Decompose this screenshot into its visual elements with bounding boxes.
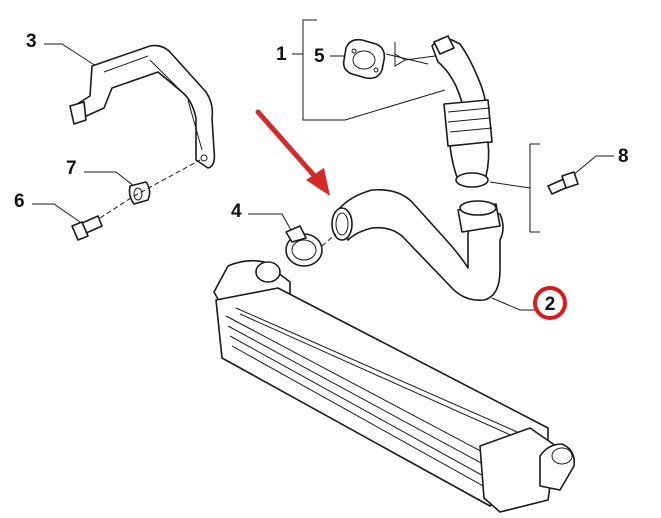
callout-3-leader bbox=[44, 43, 97, 67]
callout-8-bracket bbox=[529, 143, 540, 233]
part-5-gasket: 5 bbox=[314, 38, 436, 80]
spacer-7-axis bbox=[99, 159, 201, 219]
callout-5-link-b bbox=[404, 55, 436, 61]
hose-2-outlet bbox=[459, 200, 497, 216]
bracket-3-tab bbox=[69, 101, 87, 125]
bracket-3-body bbox=[73, 44, 216, 169]
intercooler-right-tank bbox=[479, 427, 557, 513]
callout-5-bracket bbox=[394, 42, 406, 67]
part-4-clamp: 4 bbox=[231, 201, 337, 267]
spacer-7-hole bbox=[133, 187, 143, 201]
part-6-bolt: 6 bbox=[14, 191, 103, 241]
callout-2-label: 2 bbox=[545, 294, 556, 315]
arrow-shaft bbox=[255, 109, 321, 183]
bolt-6-head bbox=[71, 221, 89, 241]
intercooler bbox=[213, 259, 576, 513]
callout-4-label: 4 bbox=[231, 201, 242, 222]
bracket-3-hole bbox=[200, 154, 208, 162]
callout-2-leader bbox=[491, 297, 536, 311]
callout-8-link bbox=[489, 181, 531, 189]
callout-1-label: 1 bbox=[276, 44, 287, 65]
intercooler-fins bbox=[225, 307, 545, 503]
upper-pipe-clamp-ribs bbox=[447, 107, 493, 133]
callout-8-group: 8 bbox=[489, 143, 629, 233]
gasket-5-hole bbox=[352, 50, 376, 70]
callout-7-leader bbox=[84, 171, 135, 187]
callout-2-ring bbox=[533, 286, 567, 320]
gasket-5-bolt-hole-a bbox=[351, 48, 357, 54]
callout-5-label: 5 bbox=[314, 46, 325, 67]
upper-pipe-outlet bbox=[455, 172, 489, 188]
part-2-hose: 2 bbox=[331, 188, 567, 320]
arrow-head bbox=[306, 168, 330, 196]
intercooler-outlet bbox=[539, 443, 576, 491]
intercooler-inlet bbox=[255, 261, 281, 283]
upper-pipe-flange bbox=[433, 35, 455, 55]
callout-3-label: 3 bbox=[26, 31, 37, 52]
gasket-5-outline bbox=[342, 38, 386, 80]
gasket-5-bolt-hole-b bbox=[373, 67, 379, 73]
part-1-upper-pipe bbox=[431, 35, 493, 188]
bracket-3-flange-lines bbox=[103, 55, 203, 151]
bolt-8-head bbox=[561, 171, 579, 189]
hose-2-body bbox=[337, 188, 504, 302]
hose-2-inlet-bore bbox=[335, 212, 349, 236]
callout-8-leader bbox=[571, 155, 614, 177]
callout-5-link-a bbox=[385, 53, 429, 65]
clamp-4-screw bbox=[285, 225, 307, 243]
clamp-4-inner bbox=[291, 239, 317, 261]
clamp-4-axis bbox=[321, 233, 337, 247]
highlight-arrow bbox=[255, 109, 330, 196]
callout-1-leader bbox=[344, 89, 446, 121]
part-7-spacer: 7 bbox=[66, 158, 201, 219]
spacer-7-body bbox=[128, 181, 151, 205]
callout-4-leader bbox=[248, 213, 293, 233]
callout-1-bracket bbox=[302, 19, 345, 121]
callout-8-label: 8 bbox=[618, 146, 629, 167]
callout-6-label: 6 bbox=[14, 191, 25, 212]
part-3-bracket: 3 bbox=[26, 31, 216, 169]
hose-2-inlet bbox=[331, 207, 353, 241]
intercooler-outlet-bore bbox=[551, 447, 573, 465]
upper-pipe-clamp bbox=[443, 99, 493, 147]
callout-1-group: 1 bbox=[276, 19, 446, 121]
callout-6-leader bbox=[32, 203, 81, 223]
callout-7-label: 7 bbox=[66, 158, 77, 179]
